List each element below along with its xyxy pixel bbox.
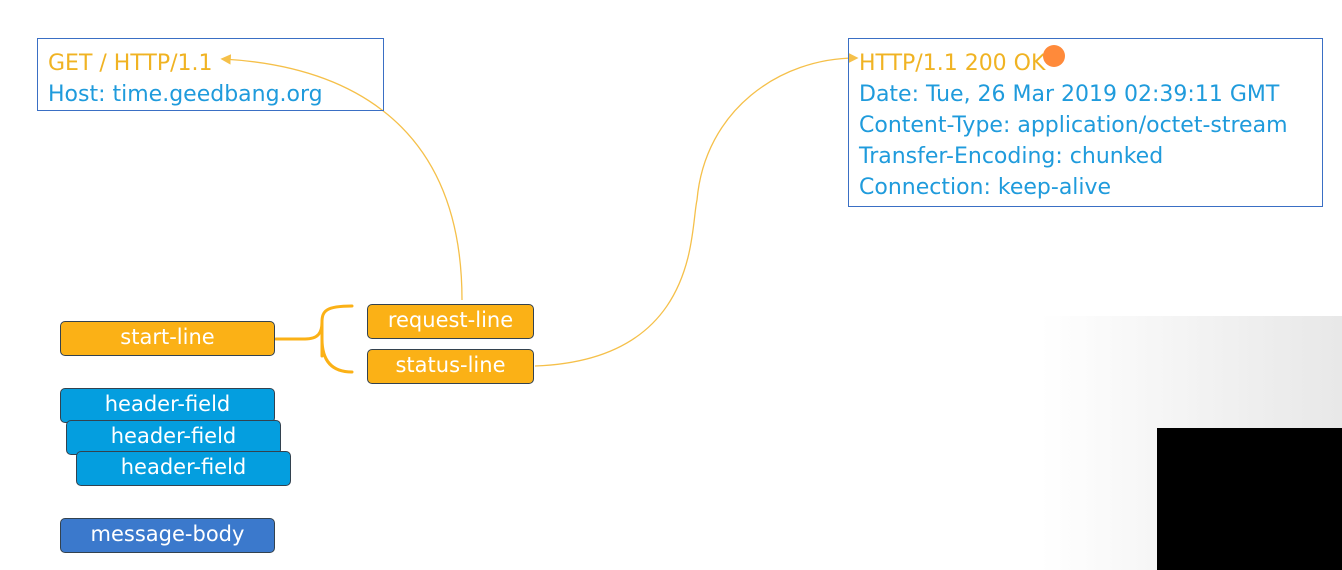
date-header-text: Date: Tue, 26 Mar 2019 02:39:11 GMT bbox=[859, 82, 1280, 107]
host-header-text: Host: time.geedbang.org bbox=[48, 82, 323, 107]
transfer-encoding-header-text: Transfer-Encoding: chunked bbox=[859, 144, 1164, 169]
connection-header-text: Connection: keep-alive bbox=[859, 175, 1112, 200]
request-line-text: GET / HTTP/1.1 bbox=[48, 51, 213, 76]
pointer-highlight-icon bbox=[1043, 45, 1065, 67]
status-line-text: HTTP/1.1 200 OK bbox=[859, 51, 1046, 76]
video-overlay-panel bbox=[1157, 428, 1342, 570]
response-message-box: HTTP/1.1 200 OK Date: Tue, 26 Mar 2019 0… bbox=[848, 38, 1323, 207]
status-line-node: status-line bbox=[367, 349, 534, 384]
request-line-node: request-line bbox=[367, 304, 534, 339]
content-type-header-text: Content-Type: application/octet-stream bbox=[859, 113, 1288, 138]
status-connector bbox=[534, 52, 859, 367]
start-line-node: start-line bbox=[60, 321, 275, 356]
start-line-brace bbox=[274, 304, 354, 374]
header-field-node: header-field bbox=[76, 451, 291, 486]
header-field-node: header-field bbox=[60, 388, 275, 423]
header-field-node: header-field bbox=[66, 420, 281, 455]
request-message-box: GET / HTTP/1.1 Host: time.geedbang.org bbox=[37, 38, 384, 111]
message-body-node: message-body bbox=[60, 518, 275, 553]
